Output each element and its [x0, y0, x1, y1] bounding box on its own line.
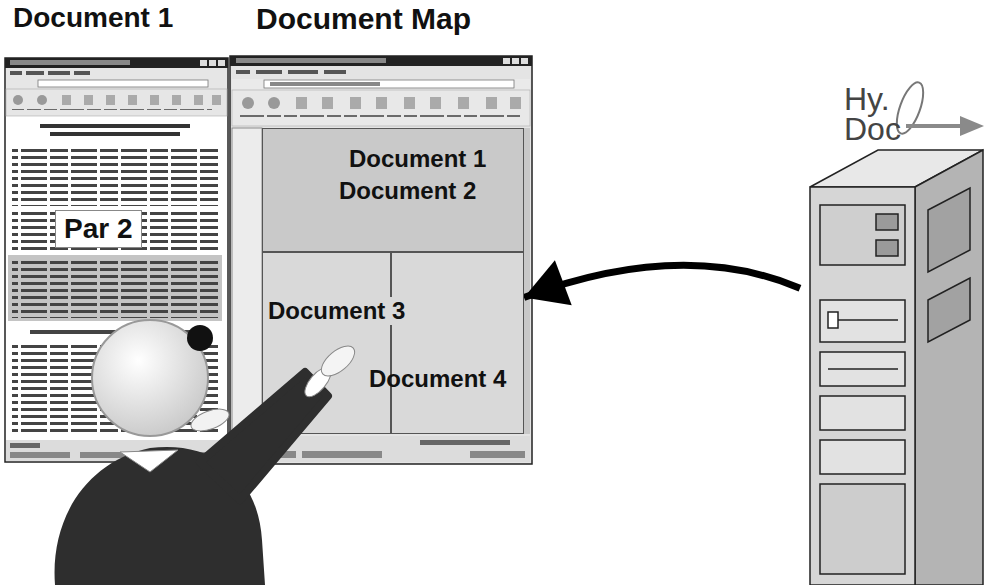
window-heading: Document 1 [13, 2, 173, 34]
server-tower: Hy. Doc [800, 82, 990, 585]
frame-label: Document 4 [369, 365, 506, 393]
server-tower-drawing [810, 150, 983, 585]
document-window-chrome [5, 58, 228, 462]
window-heading: Document Map [256, 2, 471, 37]
logo-text: Hy. Doc [844, 84, 914, 144]
paragraph-label: Par 2 [64, 213, 133, 245]
curved-arrow [524, 260, 800, 305]
frame-label: Document 3 [266, 297, 407, 325]
frame-label: Document 2 [339, 177, 476, 205]
logo-mark [891, 79, 984, 137]
paragraph-box: Par 2 [55, 210, 142, 248]
frame-label: Document 1 [349, 145, 486, 173]
frame-panel: Document 1 Document 2 [262, 128, 524, 252]
arrow-head [524, 260, 572, 305]
